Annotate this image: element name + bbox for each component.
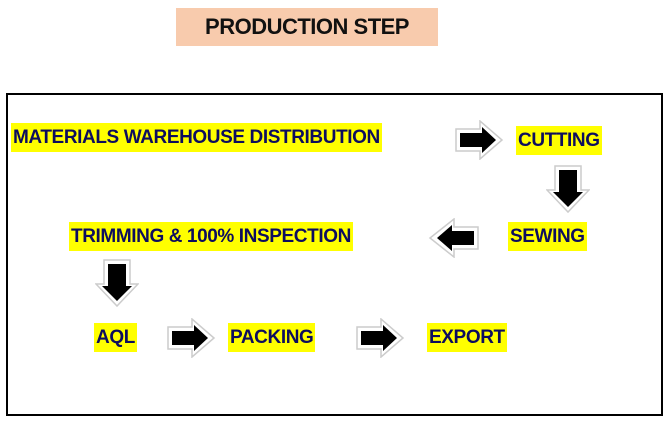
step-trimming-inspection: TRIMMING & 100% INSPECTION (69, 222, 353, 251)
page-title: PRODUCTION STEP (176, 8, 438, 46)
step-export: EXPORT (427, 323, 507, 352)
arrow-right-icon (455, 120, 504, 160)
step-aql: AQL (94, 323, 137, 352)
arrow-left-icon (428, 218, 479, 258)
step-packing: PACKING (228, 323, 316, 352)
step-sewing: SEWING (508, 222, 587, 251)
arrow-down-icon (95, 259, 139, 308)
step-cutting: CUTTING (516, 126, 602, 155)
arrow-right-icon (356, 318, 405, 358)
arrow-right-icon (167, 318, 216, 358)
step-materials-warehouse-distribution: MATERIALS WAREHOUSE DISTRIBUTION (11, 123, 382, 152)
arrow-down-icon (546, 165, 590, 214)
diagram-frame (6, 93, 663, 416)
